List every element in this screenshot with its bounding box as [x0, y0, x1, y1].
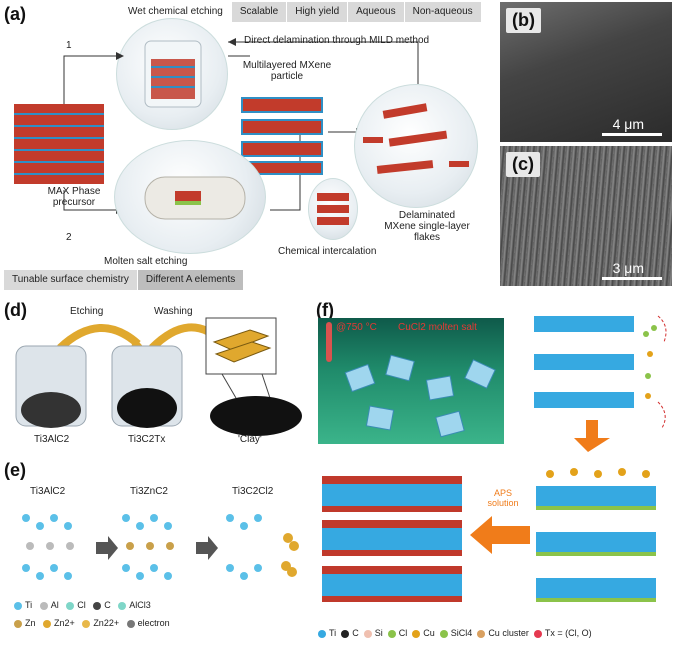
temperature-label: @750 °C: [336, 322, 377, 333]
cl-swatch: [66, 601, 75, 610]
multilayer-particle: [241, 97, 323, 175]
intercalation-illustration: [317, 193, 349, 225]
al-swatch: [39, 601, 48, 610]
zn2-swatch: [43, 619, 52, 628]
f-legend-c: C: [352, 628, 359, 638]
scale-label-b: 4 μm: [612, 116, 644, 132]
e-legend-row-2: Zn Zn2+ Zn22+ electron: [14, 618, 170, 628]
e-legend-al: Al: [50, 600, 59, 610]
panel-e-structures: [22, 514, 299, 580]
wet-tag: Non-aqueous: [404, 2, 481, 22]
wet-etching-title: Wet chemical etching: [128, 6, 223, 17]
molten-tag: Different A elements: [137, 270, 244, 290]
etching-label: Etching: [70, 306, 104, 317]
sample1-label: Ti3AlC2: [34, 434, 70, 445]
f-structure-bottom: [536, 468, 656, 602]
scale-bar-c: [602, 277, 662, 280]
e-title-3: Ti3C2Cl2: [232, 486, 274, 497]
f-c-swatch: [341, 629, 350, 638]
delaminated-label: Delaminated MXene single-layer flakes: [384, 210, 470, 243]
zn-swatch: [14, 619, 22, 628]
molten-salt-ribbon: Tunable surface chemistry Different A el…: [4, 270, 244, 290]
f-structure-final: [322, 476, 462, 602]
f-si-swatch: [363, 629, 372, 638]
sem-image-c: (c) 3 μm: [500, 146, 672, 286]
e-legend-zn2: Zn2+: [54, 618, 75, 628]
f-sicl4-swatch: [439, 629, 448, 638]
f-ti-swatch: [318, 629, 326, 638]
max-phase-label: MAX Phase precursor: [47, 186, 101, 208]
wet-tag: Scalable: [231, 2, 287, 22]
molten-salt-label: Molten salt etching: [104, 256, 188, 267]
f-legend-ti: Ti: [329, 628, 337, 638]
panel-d-label: (d): [4, 300, 27, 320]
delaminated-circle: [354, 84, 478, 208]
c-swatch: [93, 601, 102, 610]
delaminated-flakes: [363, 103, 469, 174]
beaker-illustration: [144, 40, 202, 108]
scale-label-c: 3 μm: [612, 260, 644, 276]
panel-d-drawing: [15, 317, 302, 436]
f-structure-top: [534, 315, 667, 452]
aps-arrow: [470, 516, 530, 554]
molten-salt-flakes: [326, 322, 496, 438]
scale-bar-b: [602, 133, 662, 136]
f-cucluster-swatch: [477, 629, 486, 638]
panel-e-label: (e): [4, 460, 26, 480]
panel-c-label: (c): [506, 152, 540, 177]
e-legend-c: C: [104, 600, 111, 610]
panel-b-label: (b): [506, 8, 541, 33]
electron-swatch: [126, 619, 135, 628]
molten-tag: Tunable surface chemistry: [4, 270, 137, 290]
e-legend-row-1: Ti Al Cl C AlCl3: [14, 600, 151, 610]
e-legend-electron: electron: [137, 618, 170, 628]
panel-a-label: (a): [4, 4, 26, 24]
e-legend-zn: Zn: [25, 618, 36, 628]
wet-tag: Aqueous: [348, 2, 404, 22]
f-legend-sicl4: SiCl4: [450, 628, 473, 638]
washing-label: Washing: [154, 306, 193, 317]
salt-label: CuCl2 molten salt: [398, 322, 477, 333]
furnace-illustration: [144, 176, 246, 220]
e-title-2: Ti3ZnC2: [130, 486, 168, 497]
f-cu-swatch: [412, 629, 421, 638]
aps-label: APS solution: [487, 488, 519, 508]
e-legend-zn22: Zn22+: [93, 618, 120, 628]
ti-swatch: [14, 601, 22, 610]
route-1-label: 1: [66, 40, 72, 51]
e-title-1: Ti3AlC2: [30, 486, 66, 497]
route-2-label: 2: [66, 232, 72, 243]
f-legend-cucluster: Cu cluster: [488, 628, 529, 638]
e-legend-ti: Ti: [25, 600, 33, 610]
sample3-label: 'Clay': [238, 434, 262, 445]
f-legend: Ti C Si Cl Cu SiCl4 Cu cluster Tx = (Cl,…: [318, 628, 592, 638]
wet-tag: High yield: [287, 2, 348, 22]
f-legend-cl: Cl: [398, 628, 408, 638]
f-legend-cu: Cu: [423, 628, 435, 638]
molten-salt-bath: @750 °C CuCl2 molten salt: [318, 318, 504, 444]
multilayer-label: Multilayered MXene particle: [242, 60, 332, 82]
furnace-circle: [114, 140, 266, 254]
alcl3-swatch: [118, 601, 127, 610]
beaker-circle: [116, 18, 228, 130]
sem-image-b: (b) 4 μm: [500, 2, 672, 142]
sample2-label: Ti3C2Tx: [128, 434, 166, 445]
intercalation-circle: [308, 178, 358, 240]
f-cl-swatch: [387, 629, 396, 638]
zn22-swatch: [82, 619, 91, 628]
e-legend-alcl3: AlCl3: [129, 600, 151, 610]
f-tx-swatch: [533, 629, 542, 638]
e-legend-cl: Cl: [77, 600, 86, 610]
wet-etching-ribbon: Wet chemical etching Scalable High yield…: [120, 2, 482, 22]
intercalation-label: Chemical intercalation: [278, 246, 377, 257]
max-phase-block: [14, 104, 104, 184]
f-legend-si: Si: [374, 628, 383, 638]
mild-label: Direct delamination through MILD method: [244, 35, 430, 46]
panel-f-label: (f): [316, 300, 334, 320]
f-legend-tx: Tx = (Cl, O): [544, 628, 592, 638]
